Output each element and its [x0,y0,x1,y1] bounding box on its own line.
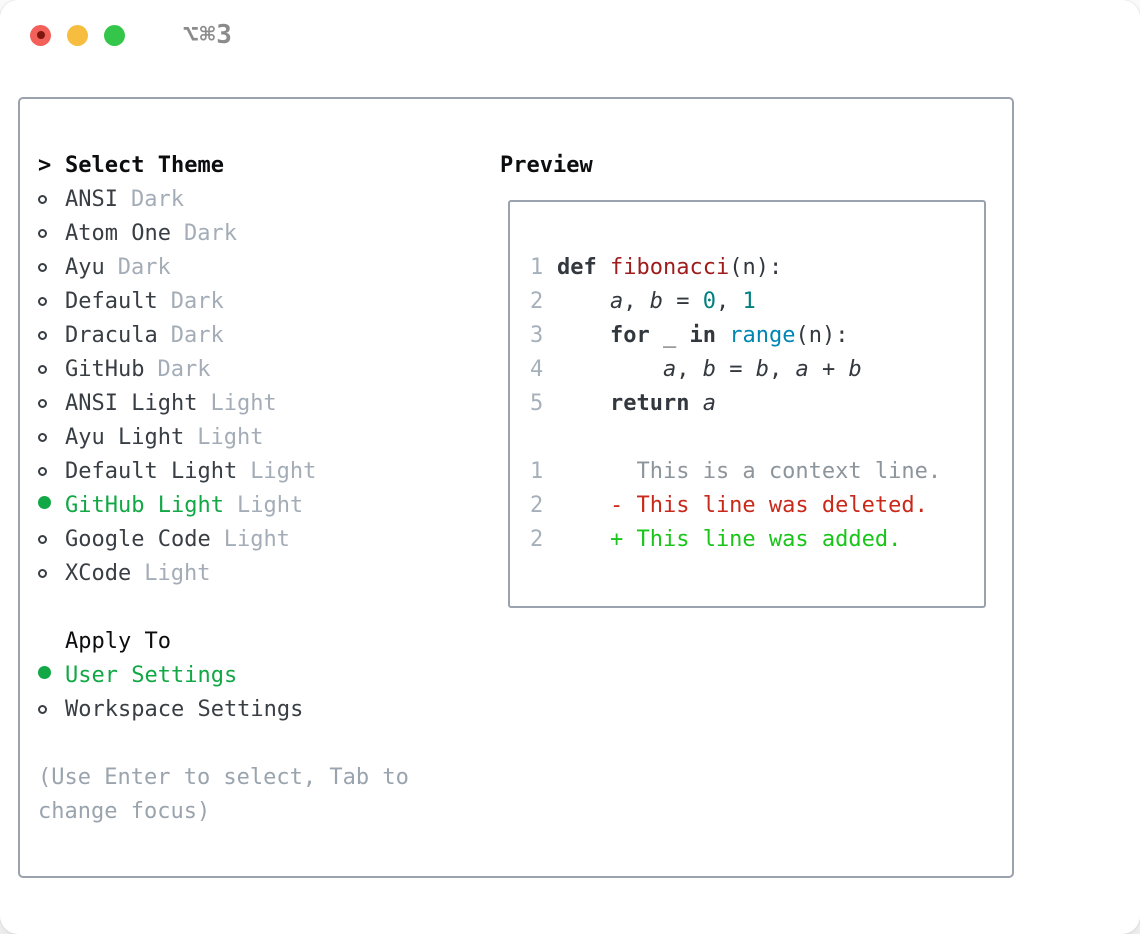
theme-variant-label: Light [210,391,277,416]
code-line [530,421,984,455]
theme-variant-label: Light [144,561,211,586]
line-number: 3 [530,323,544,348]
radio-icon [38,399,47,408]
theme-variant-label: Dark [157,357,211,382]
option-label: ANSI Light [65,391,198,416]
option-label: Atom One [65,221,171,246]
option-label: Ayu Light [65,425,185,450]
preview-header: Preview [500,153,593,178]
radio-icon [38,467,47,476]
radio-icon [38,365,47,374]
option-label: User Settings [65,663,238,688]
theme-option-atom-one[interactable]: Atom One Dark [38,217,478,251]
line-number: 2 [530,493,544,518]
option-label: GitHub Light [65,493,224,518]
theme-option-github-light[interactable]: GitHub Light Light [38,489,478,523]
theme-variant-label: Dark [183,221,237,246]
maximize-button[interactable] [104,24,125,46]
option-label: Ayu [65,255,105,280]
radio-icon [38,229,47,238]
radio-icon [38,331,47,340]
code-line: 5 return a [530,387,984,421]
code-line: 4 a, b = b, a + b [530,353,984,387]
code-line: 2 + This line was added. [530,523,984,557]
radio-icon [38,705,47,714]
radio-icon [38,569,47,578]
line-number: 5 [530,391,544,416]
theme-option-google-code[interactable]: Google Code Light [38,523,478,557]
line-number: 1 [530,459,544,484]
line-number: 1 [530,255,544,280]
theme-option-github[interactable]: GitHub Dark [38,353,478,387]
radio-icon [38,195,47,204]
code-line: 2 - This line was deleted. [530,489,984,523]
theme-option-dracula[interactable]: Dracula Dark [38,319,478,353]
hint-text: (Use Enter to select, Tab to change focu… [38,765,409,824]
theme-option-default-light[interactable]: Default Light Light [38,455,478,489]
apply-to-header: Apply To [38,625,478,659]
select-theme-title: Select Theme [65,153,224,178]
theme-variant-label: Dark [170,289,224,314]
theme-variant-label: Light [197,425,264,450]
unsaved-changes-dot [36,31,45,39]
option-label: Google Code [65,527,211,552]
option-label: Dracula [65,323,158,348]
minimize-button[interactable] [67,24,88,46]
radio-icon [38,263,47,272]
select-theme-header: > Select Theme [38,149,478,183]
code-line: 3 for _ in range(n): [530,319,984,353]
theme-variant-label: Dark [170,323,224,348]
theme-option-ayu-light[interactable]: Ayu Light Light [38,421,478,455]
line-number: 4 [530,357,544,382]
spacer [38,727,478,761]
code-line: 2 a, b = 0, 1 [530,285,984,319]
cursor-prefix: > [38,153,52,178]
line-number: 2 [530,527,544,552]
radio-icon [38,297,47,306]
option-label: ANSI [65,187,118,212]
code-line: 1 This is a context line. [530,455,984,489]
spacer [38,591,478,625]
titlebar: ⌥⌘3 [0,0,1140,70]
apply-option-user-settings[interactable]: User Settings [38,659,478,693]
theme-variant-label: Light [250,459,317,484]
theme-variant-label: Dark [117,255,171,280]
theme-option-default[interactable]: Default Dark [38,285,478,319]
radio-selected-icon [38,666,51,679]
theme-variant-label: Light [223,527,290,552]
option-label: Workspace Settings [65,697,304,722]
theme-option-xcode[interactable]: XCode Light [38,557,478,591]
option-label: Default Light [65,459,238,484]
window-title: ⌥⌘3 [183,20,233,50]
radio-icon [38,535,47,544]
line-number: 2 [530,289,544,314]
theme-variant-label: Dark [130,187,184,212]
radio-selected-icon [38,496,51,509]
option-label: XCode [65,561,132,586]
radio-icon [38,433,47,442]
theme-option-ansi-light[interactable]: ANSI Light Light [38,387,478,421]
apply-option-workspace-settings[interactable]: Workspace Settings [38,693,478,727]
close-button[interactable] [30,24,51,46]
option-label: GitHub [65,357,145,382]
theme-option-ayu[interactable]: Ayu Dark [38,251,478,285]
theme-variant-label: Light [236,493,304,518]
theme-option-ansi[interactable]: ANSI Dark [38,183,478,217]
option-label: Default [65,289,158,314]
apply-to-title: Apply To [65,629,171,654]
